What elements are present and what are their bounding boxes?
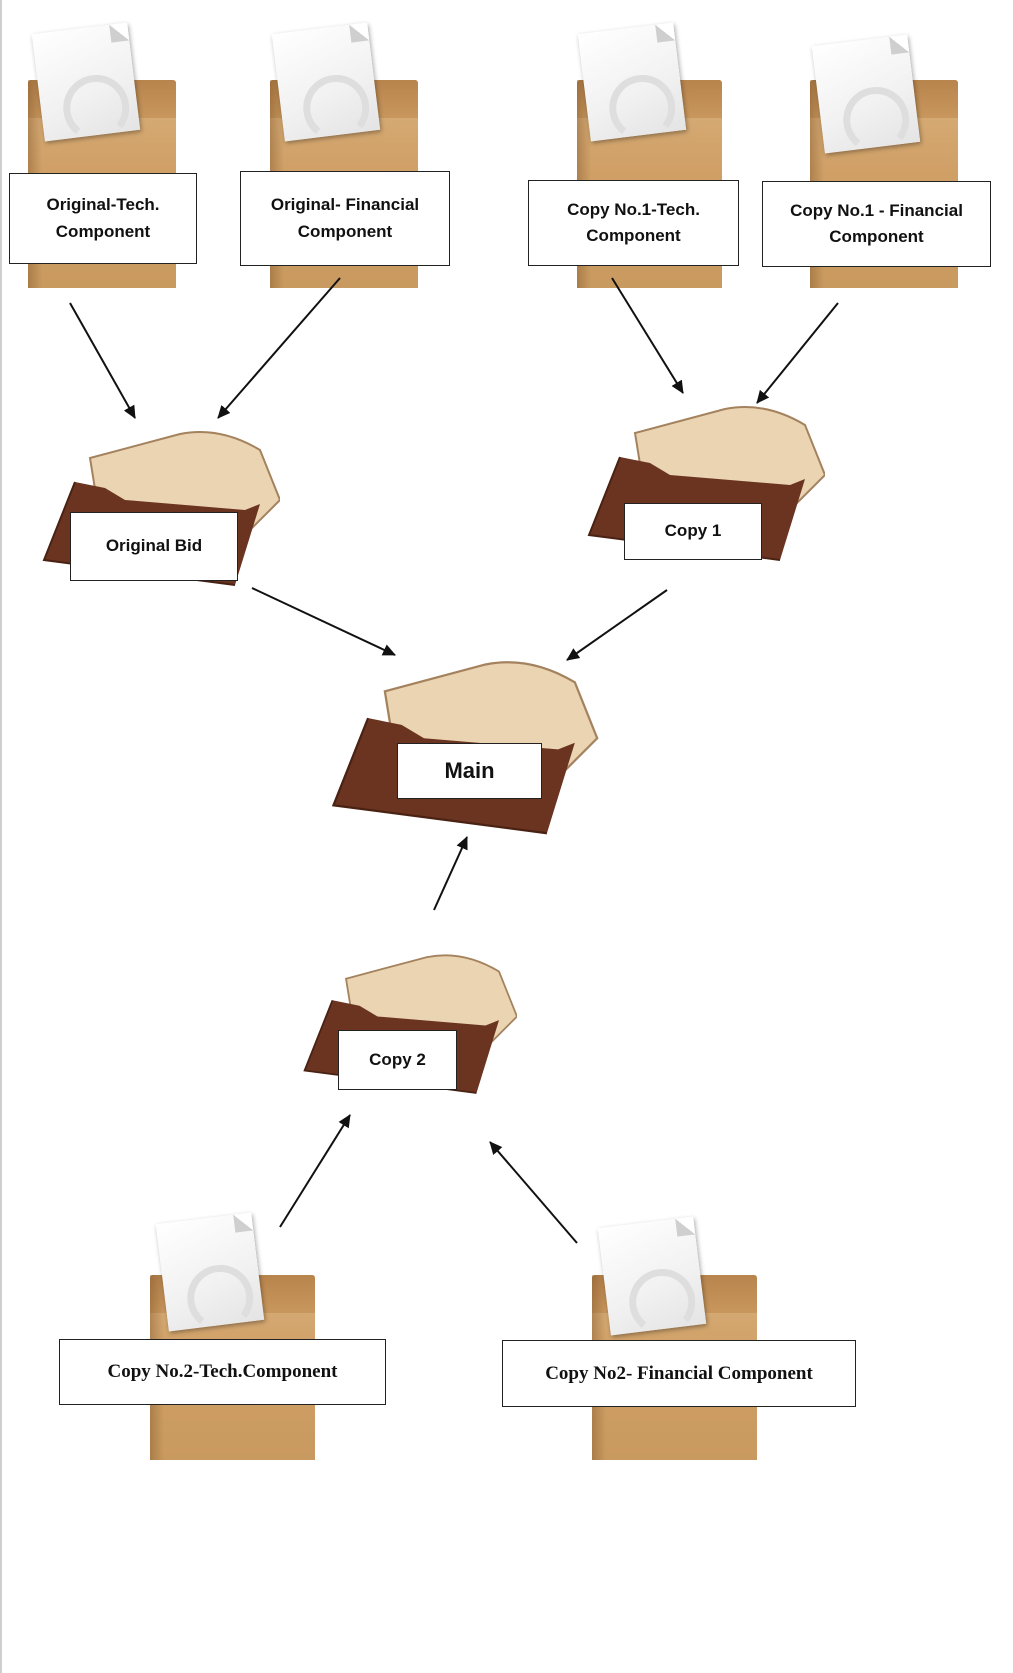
arrow-original-tech-to-original-bid xyxy=(70,303,135,418)
arrow-original-financial-to-original-bid xyxy=(218,278,340,418)
label-copy1-financial-component: Copy No.1 - Financial Component xyxy=(762,181,991,267)
arrow-original-bid-to-main xyxy=(252,588,395,655)
arrow-copy1-to-main xyxy=(567,590,667,660)
label-original-tech-component: Original-Tech. Component xyxy=(9,173,197,264)
label-copy2-financial-component: Copy No2- Financial Component xyxy=(502,1340,856,1407)
arrow-copy1-financial-to-copy1 xyxy=(757,303,838,403)
label-original-financial-component: Original- Financial Component xyxy=(240,171,450,266)
arrow-copy2-financial-to-copy2 xyxy=(490,1142,577,1243)
label-copy2: Copy 2 xyxy=(338,1030,457,1090)
label-original-bid: Original Bid xyxy=(70,512,238,581)
label-copy1: Copy 1 xyxy=(624,503,762,560)
arrow-copy2-tech-to-copy2 xyxy=(280,1115,350,1227)
label-copy2-tech-component: Copy No.2-Tech.Component xyxy=(59,1339,386,1405)
label-main: Main xyxy=(397,743,542,799)
label-copy1-tech-component: Copy No.1-Tech. Component xyxy=(528,180,739,266)
arrow-copy2-to-main xyxy=(434,837,467,910)
arrow-copy1-tech-to-copy1 xyxy=(612,278,683,393)
